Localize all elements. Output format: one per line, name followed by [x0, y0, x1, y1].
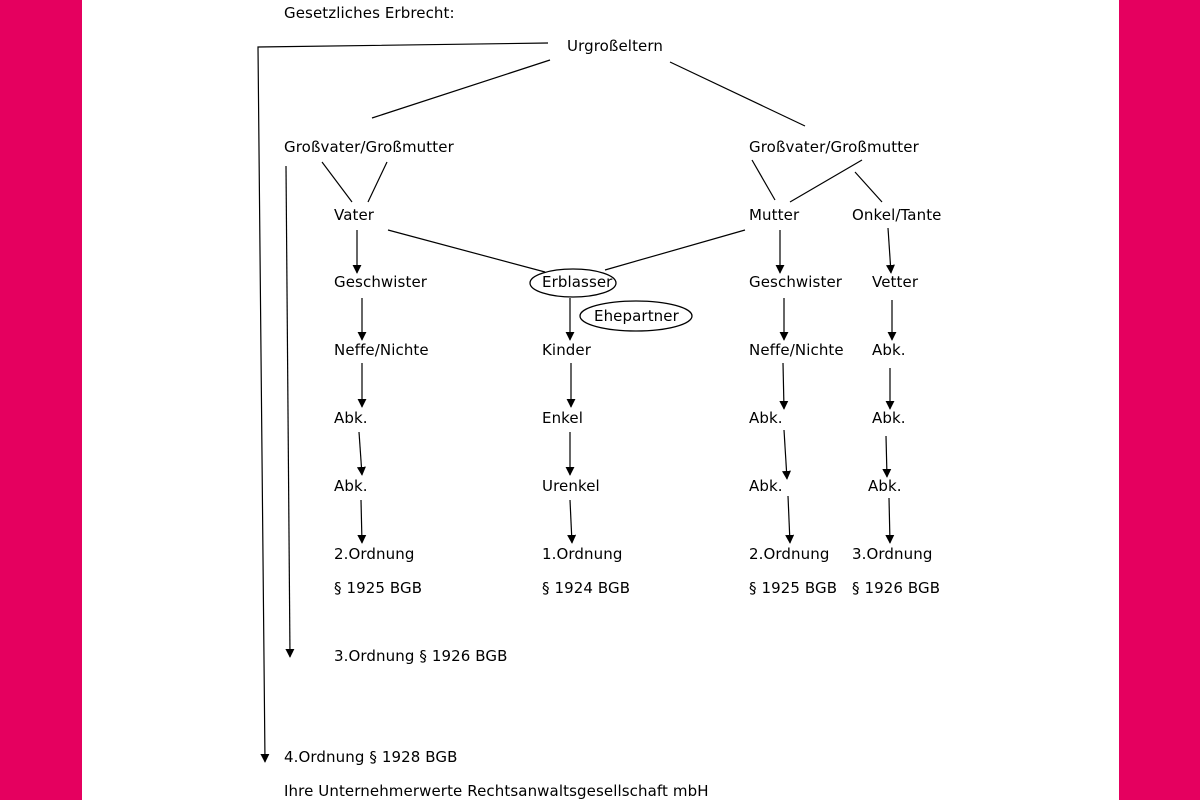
line-grosseltern-right-onkel	[854, 171, 883, 203]
node-enkel: Enkel	[542, 409, 584, 427]
line-grosseltern-left-vater-a	[321, 161, 353, 203]
arrow-abk-order-left	[357, 499, 367, 544]
node-geschwister-right: Geschwister	[749, 273, 843, 291]
order-label-col2: 1.Ordnung	[542, 545, 623, 563]
line-vater-erblasser	[387, 229, 546, 273]
arrow-urgrosseltern-fourth-order	[257, 42, 549, 763]
line-mutter-erblasser	[604, 229, 746, 271]
node-urgrosseltern: Urgroßeltern	[567, 37, 663, 55]
line-urgrosseltern-grosseltern-right	[669, 61, 806, 127]
line-grosseltern-right-mutter-b	[789, 159, 863, 203]
law-ref-col4: § 1926 BGB	[852, 579, 941, 597]
node-grosseltern-left: Großvater/Großmutter	[284, 138, 454, 156]
arrow-abk-abk-c4-2	[882, 435, 892, 478]
arrow-urenkel-order	[567, 499, 577, 544]
arrow-abk-abk-right	[782, 429, 791, 480]
line-grosseltern-right-mutter-a	[751, 159, 776, 201]
node-erblasser: Erblasser	[542, 273, 613, 291]
order-label-col3: 2.Ordnung	[749, 545, 830, 563]
document-page	[82, 0, 1119, 800]
page-heading: Gesetzliches Erbrecht:	[284, 4, 455, 22]
arrow-abk-order-c4	[885, 497, 895, 544]
law-ref-col1: § 1925 BGB	[334, 579, 423, 597]
arrow-grosseltern-third-order	[285, 165, 295, 658]
node-geschwister-left: Geschwister	[334, 273, 428, 291]
node-abk-c3-r1: Abk.	[749, 409, 783, 427]
footer-firm-name: Ihre Unternehmerwerte Rechtsanwaltsgesel…	[284, 782, 709, 800]
node-onkel-tante: Onkel/Tante	[852, 206, 942, 224]
third-order-label: 3.Ordnung § 1926 BGB	[334, 647, 508, 665]
line-urgrosseltern-grosseltern-left	[371, 59, 551, 119]
node-kinder: Kinder	[542, 341, 592, 359]
node-abk-c3-r2: Abk.	[749, 477, 783, 495]
order-label-col1: 2.Ordnung	[334, 545, 415, 563]
node-ehepartner: Ehepartner	[594, 307, 679, 325]
node-vater: Vater	[334, 206, 375, 224]
node-neffe-right: Neffe/Nichte	[749, 341, 844, 359]
node-grosseltern-right: Großvater/Großmutter	[749, 138, 919, 156]
node-vetter: Vetter	[872, 273, 919, 291]
node-abk-c1-r2: Abk.	[334, 477, 368, 495]
node-mutter: Mutter	[749, 206, 800, 224]
ehepartner-ellipse	[579, 300, 693, 332]
line-grosseltern-left-vater-b	[367, 161, 388, 203]
node-abk-c4-r3: Abk.	[868, 477, 902, 495]
node-urenkel: Urenkel	[542, 477, 600, 495]
law-ref-col3: § 1925 BGB	[749, 579, 838, 597]
fourth-order-label: 4.Ordnung § 1928 BGB	[284, 748, 458, 766]
node-abk-c4-r1: Abk.	[872, 341, 906, 359]
law-ref-col2: § 1924 BGB	[542, 579, 631, 597]
order-label-col4: 3.Ordnung	[852, 545, 933, 563]
node-neffe-left: Neffe/Nichte	[334, 341, 429, 359]
erblasser-ellipse	[529, 268, 617, 298]
arrow-abk-abk-left	[356, 431, 366, 476]
arrow-neffe-abk-right	[779, 362, 789, 410]
node-abk-c1-r1: Abk.	[334, 409, 368, 427]
arrow-onkel-vetter	[885, 227, 895, 274]
arrow-abk-order-right	[785, 495, 795, 544]
node-abk-c4-r2: Abk.	[872, 409, 906, 427]
